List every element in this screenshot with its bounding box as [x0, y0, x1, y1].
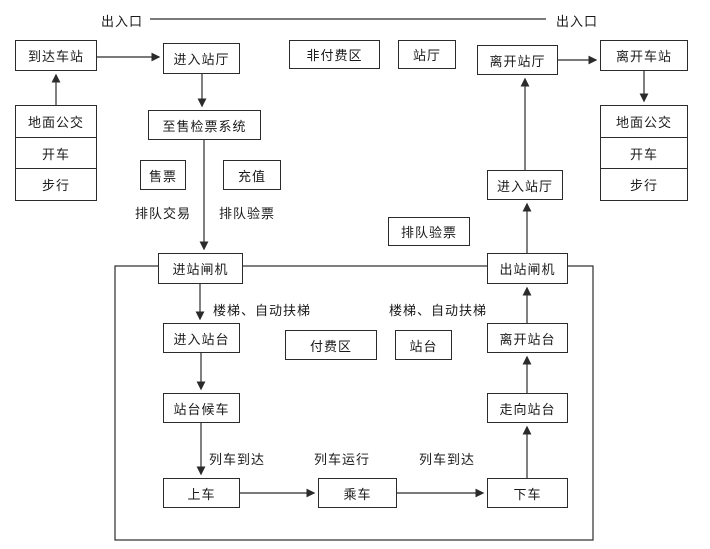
- node-paid-area: 付费区: [285, 330, 377, 360]
- node-station-hall: 站厅: [398, 40, 456, 69]
- node-to-ticketing-system: 至售检票系统: [148, 110, 261, 140]
- label-queue-ticket-check-left: 排队验票: [218, 206, 275, 221]
- node-enter-platform: 进入站台: [163, 323, 240, 353]
- node-walk-to-platform: 走向站台: [487, 393, 568, 423]
- label-stairs-escalator-left: 楼梯、自动扶梯: [212, 303, 311, 318]
- node-enter-hall-right: 进入站厅: [487, 170, 563, 200]
- node-non-paid-area: 非付费区: [289, 40, 380, 69]
- node-platform: 站台: [395, 330, 452, 360]
- label-stairs-escalator-right: 楼梯、自动扶梯: [388, 303, 487, 318]
- node-walk-right: 步行: [601, 168, 687, 200]
- node-leave-hall: 离开站厅: [477, 45, 558, 75]
- node-walk-left: 步行: [16, 168, 96, 200]
- node-alight-train: 下车: [487, 478, 568, 508]
- label-train-arrives-right: 列车到达: [418, 452, 475, 467]
- node-board-train: 上车: [163, 478, 240, 508]
- node-arrive-station: 到达车站: [15, 40, 97, 71]
- node-queue-ticket-check-right: 排队验票: [388, 217, 470, 246]
- entrance-exit-label-left: 出入口: [100, 14, 143, 29]
- entrance-exit-label-right: 出入口: [555, 14, 598, 29]
- node-ride-train: 乘车: [318, 478, 397, 508]
- node-drive-right: 开车: [601, 136, 687, 169]
- node-ground-bus-left: 地面公交: [27, 114, 84, 130]
- node-ticket-sale: 售票: [140, 160, 186, 190]
- node-recharge: 充值: [223, 160, 281, 190]
- left-transport-stack: 地面公交 开车 步行: [15, 105, 97, 201]
- node-leave-platform: 离开站台: [487, 323, 568, 353]
- node-ground-bus-right: 地面公交: [615, 114, 672, 130]
- node-drive-left: 开车: [16, 136, 96, 169]
- label-train-arrives-left: 列车到达: [208, 452, 265, 467]
- node-entry-gate: 进站闸机: [158, 253, 243, 284]
- node-exit-gate: 出站闸机: [487, 253, 568, 284]
- label-queue-transaction: 排队交易: [134, 206, 191, 221]
- node-wait-on-platform: 站台候车: [163, 393, 240, 423]
- node-enter-hall-left: 进入站厅: [163, 43, 240, 74]
- right-transport-stack: 地面公交 开车 步行: [600, 105, 688, 201]
- node-leave-station: 离开车站: [600, 40, 688, 71]
- label-train-running: 列车运行: [313, 452, 370, 467]
